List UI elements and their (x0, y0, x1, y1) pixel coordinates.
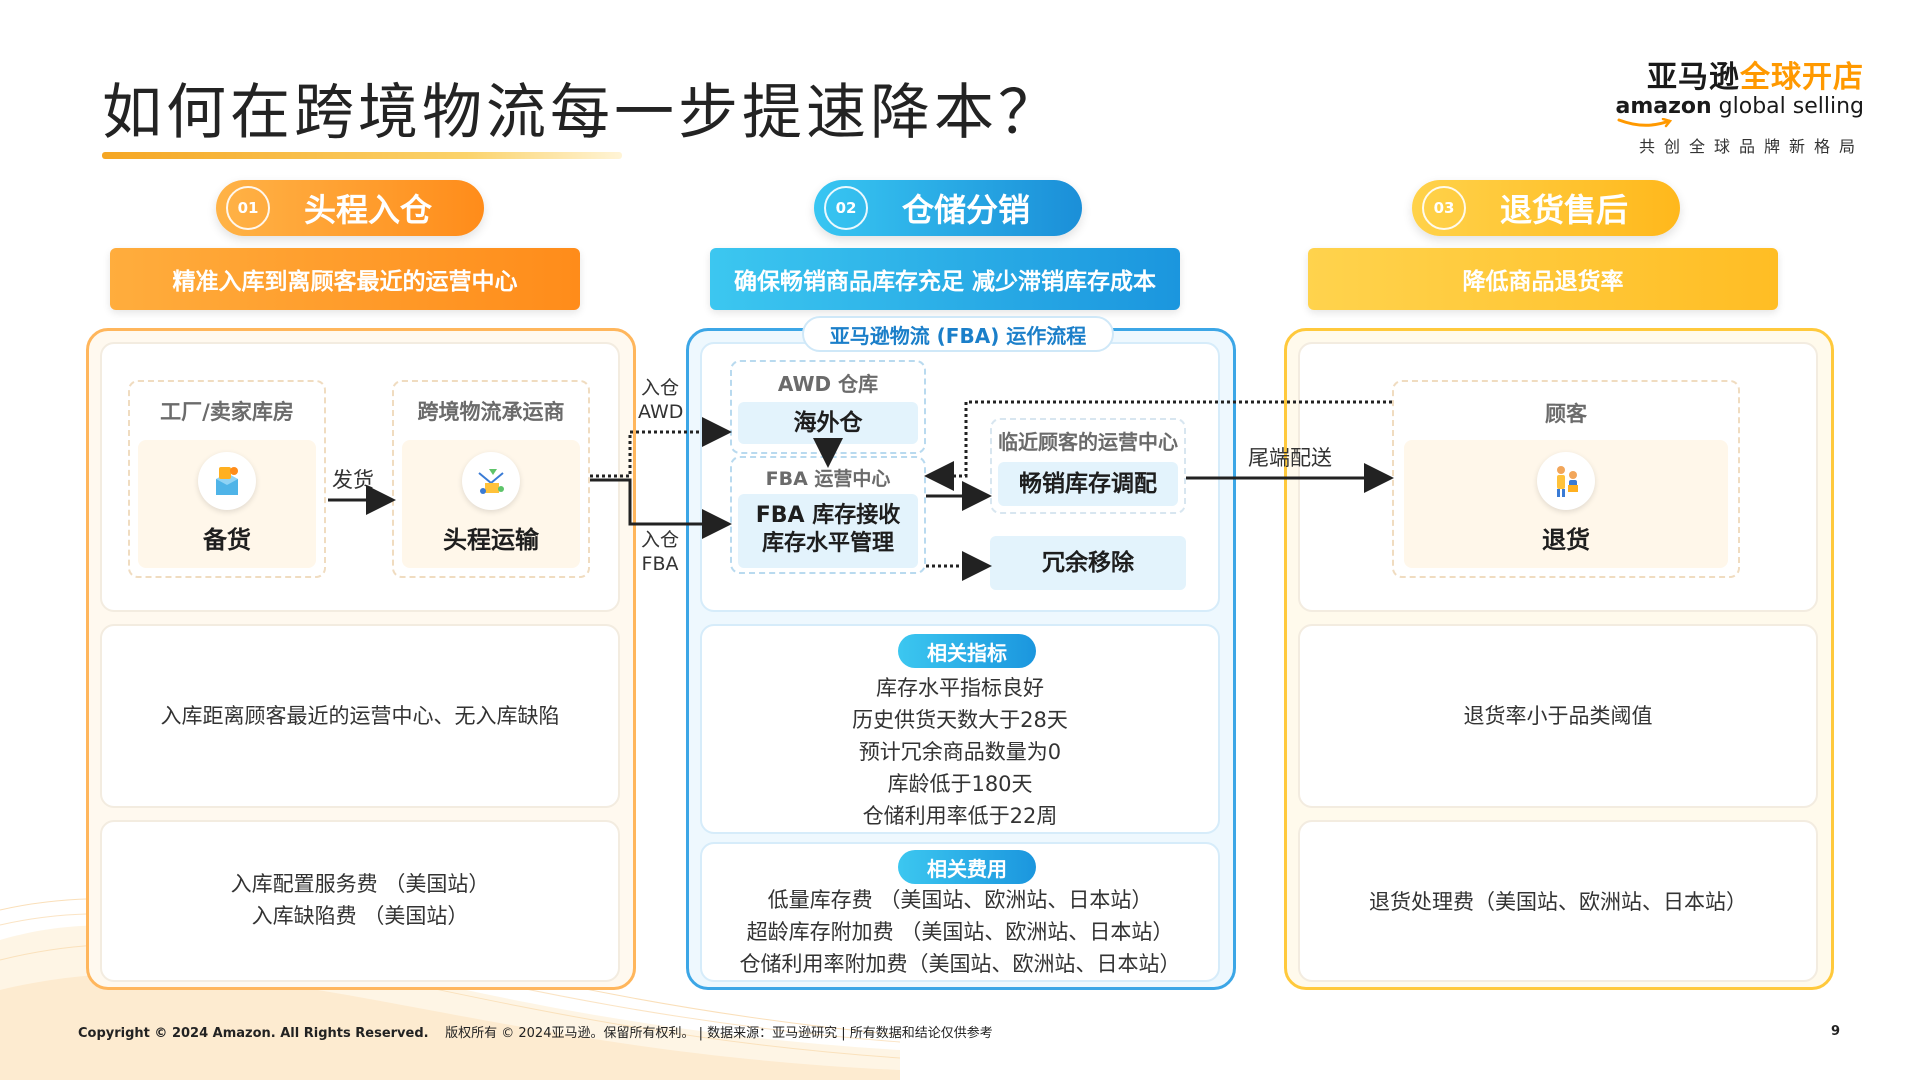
step-label: 退货售后 (1500, 191, 1629, 229)
step-1-goal-banner: 精准入库到离顾客最近的运营中心 (110, 248, 580, 310)
footer: Copyright © 2024 Amazon. All Rights Rese… (78, 1022, 993, 1041)
customer-inner-card: 退货 (1404, 440, 1728, 568)
customer-box: 顾客 退货 (1392, 380, 1740, 578)
page-number: 9 (1830, 1024, 1840, 1039)
metric-item: 库存水平指标良好 (876, 676, 1044, 700)
to-fba-line-2: FBA (641, 553, 679, 575)
carrier-inner-card: 头程运输 (402, 440, 580, 568)
footer-rights: 版权所有 © 2024亚马逊。保留所有权利。 (445, 1026, 695, 1041)
metric-item: 仓储利用率低于22周 (862, 804, 1058, 828)
customer-label: 退货 (1542, 526, 1590, 554)
carrier-label: 头程运输 (443, 526, 539, 554)
column-1-fee-list: 入库配置服务费 （美国站） 入库缺陷费 （美国站） (100, 868, 620, 932)
fee-item: 仓储利用率附加费（美国站、欧洲站、日本站） (739, 952, 1181, 976)
logo-global-selling: global selling (1711, 94, 1864, 119)
to-awd-line-1: 入仓 (640, 377, 679, 399)
carrier-box-title: 跨境物流承运商 (417, 400, 565, 424)
fee-item: 入库配置服务费 （美国站） (230, 872, 490, 896)
near-customer-center-box: 临近顾客的运营中心 畅销库存调配 (990, 418, 1186, 514)
fees-list: 低量库存费 （美国站、欧洲站、日本站） 超龄库存附加费 （美国站、欧洲站、日本站… (700, 884, 1220, 980)
footer-source: | 数据来源：亚马逊研究 | 所有数据和结论仅供参考 (698, 1026, 993, 1041)
amazon-global-selling-logo: 亚马逊全球开店 amazon global selling 共创全球品牌新格局 (1615, 52, 1864, 157)
step-2-goal-banner: 确保畅销商品库存充足 减少滞销库存成本 (710, 248, 1180, 310)
metrics-list: 库存水平指标良好 历史供货天数大于28天 预计冗余商品数量为0 库龄低于180天… (700, 672, 1220, 832)
fee-item: 入库缺陷费 （美国站） (251, 904, 469, 928)
fba-center-inner: FBA 库存接收 库存水平管理 (738, 494, 918, 568)
step-pill-1: 01 头程入仓 (216, 180, 484, 236)
fba-process-tag: 亚马逊物流 (FBA) 运作流程 (802, 316, 1114, 352)
step-number-badge: 03 (1422, 186, 1466, 230)
logo-cn-orange: 全球开店 (1740, 60, 1864, 95)
logo-cn-text: 亚马逊全球开店 (1615, 52, 1864, 96)
customer-box-title: 顾客 (1545, 402, 1587, 426)
amazon-smile-icon (1617, 118, 1673, 128)
factory-box-title: 工厂/卖家库房 (160, 400, 294, 424)
title-underline (102, 152, 622, 159)
column-3-metric-text: 退货率小于品类阈值 (1463, 704, 1653, 728)
transport-icon (462, 452, 520, 510)
fee-item: 超龄库存附加费 （美国站、欧洲站、日本站） (746, 920, 1174, 944)
column-1-metric-panel (100, 624, 620, 808)
last-mile-label: 尾端配送 (1248, 446, 1332, 470)
to-fba-label: 入仓 FBA (638, 528, 682, 576)
step-3-goal-banner: 降低商品退货率 (1308, 248, 1778, 310)
excess-removal-box: 冗余移除 (990, 536, 1186, 590)
awd-label: 海外仓 (738, 402, 918, 444)
fba-center-line-2: 库存水平管理 (761, 531, 894, 556)
column-3-metric-panel (1298, 624, 1818, 808)
to-awd-line-2: AWD (638, 401, 684, 423)
step-number-badge: 02 (824, 186, 868, 230)
customer-return-icon (1537, 452, 1595, 510)
step-pill-2: 02 仓储分销 (814, 180, 1082, 236)
column-3-fee-panel (1298, 820, 1818, 982)
step-pill-3: 03 退货售后 (1412, 180, 1680, 236)
logo-tagline: 共创全球品牌新格局 (1638, 137, 1864, 156)
logo-cn-black: 亚马逊 (1647, 60, 1740, 95)
logo-en-text: amazon global selling (1615, 94, 1864, 128)
footer-copyright: Copyright © 2024 Amazon. All Rights Rese… (78, 1026, 429, 1041)
logo-amazon: amazon (1615, 94, 1712, 119)
factory-label: 备货 (203, 526, 251, 554)
step-label: 头程入仓 (304, 191, 433, 229)
to-awd-label: 入仓 AWD (638, 376, 684, 424)
metric-item: 库龄低于180天 (887, 772, 1033, 796)
factory-box: 工厂/卖家库房 备货 (128, 380, 326, 578)
step-label: 仓储分销 (902, 191, 1031, 229)
fees-tag: 相关费用 (898, 850, 1036, 884)
near-center-label: 畅销库存调配 (998, 462, 1178, 506)
metrics-tag: 相关指标 (898, 634, 1036, 668)
fee-item: 低量库存费 （美国站、欧洲站、日本站） (767, 888, 1153, 912)
metric-item: 预计冗余商品数量为0 (858, 740, 1062, 764)
ship-label: 发货 (332, 468, 374, 492)
column-1-metric-text: 入库距离顾客最近的运营中心、无入库缺陷 (160, 704, 560, 728)
fba-center-line-1: FBA 库存接收 (755, 503, 901, 528)
step-number-badge: 01 (226, 186, 270, 230)
stock-box-icon (198, 452, 256, 510)
page-title: 如何在跨境物流每一步提速降本？ (102, 78, 1062, 148)
fba-center-box: FBA 运营中心 FBA 库存接收 库存水平管理 (730, 456, 926, 574)
carrier-box: 跨境物流承运商 头程运输 (392, 380, 590, 578)
to-fba-line-1: 入仓 (640, 529, 679, 551)
fba-center-title: FBA 运营中心 (765, 468, 891, 490)
near-center-title: 临近顾客的运营中心 (998, 430, 1178, 454)
metric-item: 历史供货天数大于28天 (852, 708, 1068, 732)
awd-title: AWD 仓库 (777, 372, 879, 396)
awd-warehouse-box: AWD 仓库 海外仓 (730, 360, 926, 454)
column-3-fee-text: 退货处理费（美国站、欧洲站、日本站） (1369, 890, 1747, 914)
column-1-fee-panel (100, 820, 620, 982)
factory-inner-card: 备货 (138, 440, 316, 568)
